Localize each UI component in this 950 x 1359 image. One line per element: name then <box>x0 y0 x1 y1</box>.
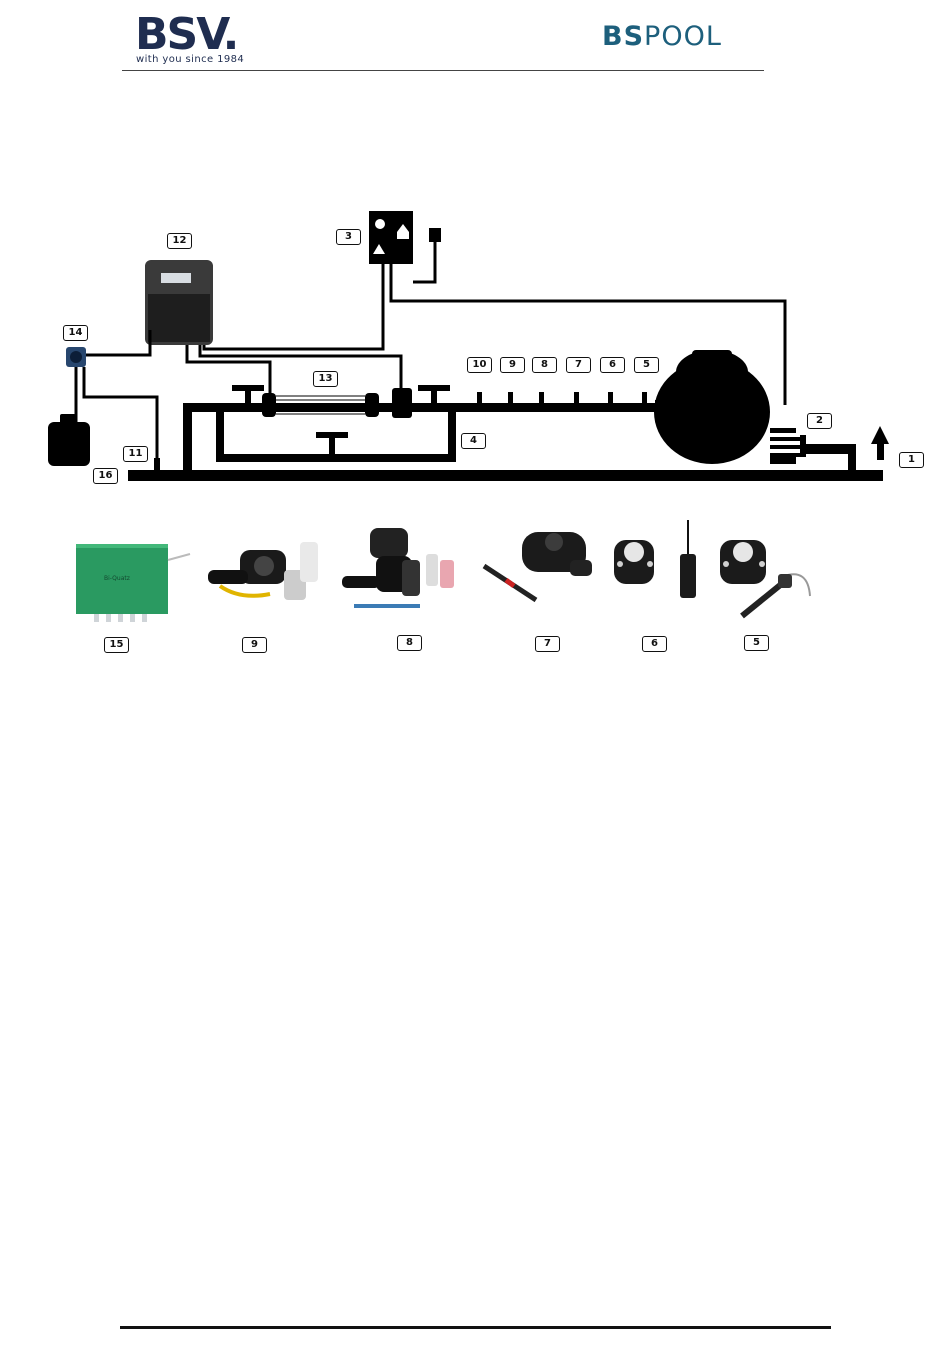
callout-1: 1 <box>899 452 924 468</box>
callout-2: 2 <box>807 413 832 429</box>
bsv-logo: BSV. with you since 1984 <box>135 12 275 68</box>
callout-10: 10 <box>467 357 492 373</box>
header-divider <box>122 70 764 71</box>
callout-5: 5 <box>634 357 659 373</box>
bsv-brand: BSV. <box>135 12 237 58</box>
product-label-5: 5 <box>744 635 769 651</box>
callout-16: 16 <box>93 468 118 484</box>
bypass-right <box>448 412 456 462</box>
callout-8: 8 <box>532 357 557 373</box>
left-riser <box>183 403 192 475</box>
footer-divider <box>120 1326 831 1329</box>
bspool-bold: BS <box>602 21 644 52</box>
callout-3: 3 <box>336 229 361 245</box>
product-temperature-sensor <box>712 520 822 628</box>
bsv-tagline: with you since 1984 <box>136 54 244 66</box>
product-probe-holder-kit <box>330 520 470 628</box>
callout-9: 9 <box>500 357 525 373</box>
product-label-9: 9 <box>242 637 267 653</box>
bypass-bottom <box>216 454 456 462</box>
main-pipe <box>128 470 883 481</box>
callout-6: 6 <box>600 357 625 373</box>
product-label-15: 15 <box>104 637 129 653</box>
chemical-tank <box>48 422 90 466</box>
product-label-7: 7 <box>535 636 560 652</box>
product-probe-saddle <box>476 520 606 628</box>
product-label-8: 8 <box>397 635 422 651</box>
product-label-6: 6 <box>642 636 667 652</box>
product-probe-kit <box>200 520 320 628</box>
callout-4: 4 <box>461 433 486 449</box>
callout-13: 13 <box>313 371 338 387</box>
callout-7: 7 <box>566 357 591 373</box>
bspool-logo: BSPOOL <box>602 22 722 52</box>
control-panel-text: Bi-Quatz <box>104 575 130 582</box>
bspool-light: POOL <box>644 21 722 52</box>
callout-14: 14 <box>63 325 88 341</box>
pump-motor <box>770 433 800 453</box>
upper-pipe <box>185 403 660 412</box>
callout-11: 11 <box>123 446 148 462</box>
callout-12: 12 <box>167 233 192 249</box>
product-flow-sensor <box>610 520 708 628</box>
product-control-panel: Bi-Quatz <box>74 520 192 628</box>
